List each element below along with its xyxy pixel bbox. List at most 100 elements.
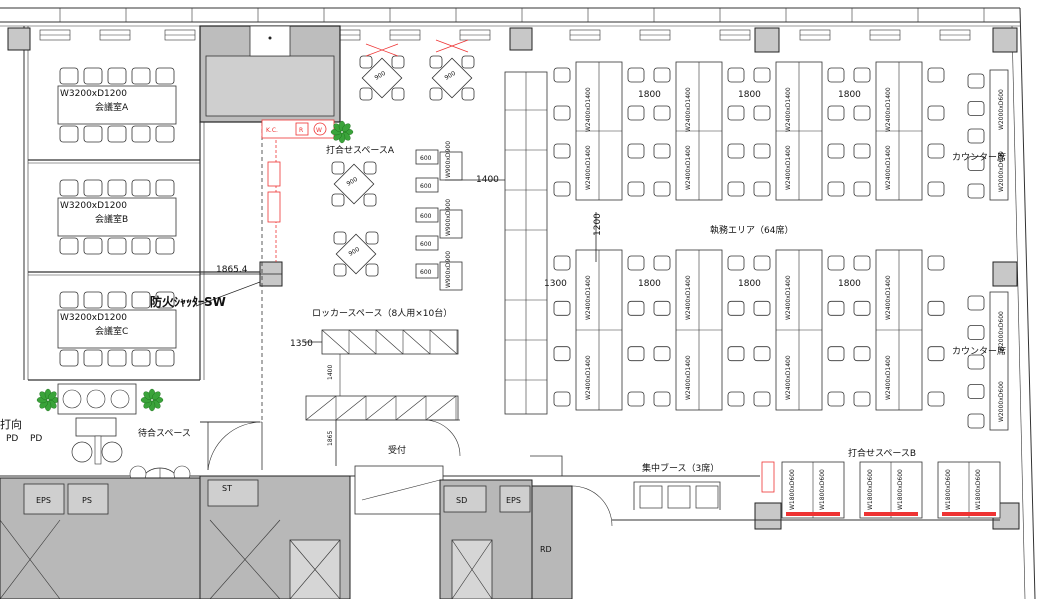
chair — [391, 87, 405, 101]
chair — [359, 55, 373, 69]
chair — [59, 67, 79, 85]
table-w1800-label: W1800xD600 — [789, 469, 796, 510]
dim-1800-d: 1800 — [638, 279, 661, 289]
table-w1800-label: W1800xD600 — [897, 469, 904, 510]
chair — [365, 263, 379, 277]
lockers — [305, 329, 459, 421]
kc-label: K.C. — [266, 127, 278, 134]
chair — [627, 391, 645, 407]
chair — [853, 143, 871, 159]
chair — [727, 346, 745, 362]
meeting-b-label: 会議室B — [95, 213, 128, 225]
chair — [727, 300, 745, 316]
chair — [727, 255, 745, 271]
chair — [927, 300, 945, 316]
desk-size-label: W2400xD1400 — [785, 145, 792, 190]
chair — [827, 181, 845, 197]
chair — [653, 67, 671, 83]
desk-size-label: W2400xD1400 — [685, 355, 692, 400]
dimension-lines — [195, 179, 597, 466]
desk-size-label: W2400xD1400 — [885, 87, 892, 132]
desk-size-label: W2400xD1400 — [585, 275, 592, 320]
bench-table — [504, 71, 548, 415]
table-w1800-label: W1800xD600 — [975, 469, 982, 510]
chair — [827, 300, 845, 316]
chair — [927, 67, 945, 83]
side-table — [415, 149, 439, 165]
chair — [391, 55, 405, 69]
chair — [331, 193, 345, 207]
chair — [853, 67, 871, 83]
chair — [627, 105, 645, 121]
red-mark — [435, 39, 469, 53]
chair — [627, 300, 645, 316]
meeting-c-size: W3200xD1200 — [60, 313, 127, 323]
chair — [653, 300, 671, 316]
counter-size-label: W2000xD600 — [998, 151, 1005, 192]
counter-size-label: W2000xD600 — [998, 311, 1005, 352]
table-900-label: 900 — [346, 176, 360, 188]
chair — [155, 237, 175, 255]
chair — [131, 291, 151, 309]
dim-1800-a: 1800 — [638, 90, 661, 100]
chair — [753, 300, 771, 316]
dim-1200: 1200 — [593, 213, 603, 236]
dim-1350: 1350 — [290, 339, 313, 349]
meeting-space-a-label: 打合せスペースA — [326, 144, 395, 156]
table-w1800-label: W1800xD600 — [867, 469, 874, 510]
chair — [627, 67, 645, 83]
chair — [363, 161, 377, 175]
chair — [753, 143, 771, 159]
dim-1300: 1300 — [544, 279, 567, 289]
desk-size-label: W2400xD1400 — [685, 87, 692, 132]
chair — [827, 67, 845, 83]
chair — [59, 179, 79, 197]
chair — [131, 67, 151, 85]
locker-diag — [425, 395, 457, 421]
chair — [967, 73, 985, 89]
locker-diag — [321, 329, 350, 355]
locker-diag — [365, 395, 397, 421]
chair — [107, 179, 127, 197]
chair — [553, 255, 571, 271]
chair — [927, 143, 945, 159]
core-shaft-top — [199, 25, 341, 123]
chair — [59, 291, 79, 309]
chair — [83, 349, 103, 367]
chair — [827, 391, 845, 407]
locker-diag — [335, 395, 367, 421]
chair — [653, 391, 671, 407]
chair — [83, 237, 103, 255]
chair — [753, 346, 771, 362]
chair — [365, 231, 379, 245]
chair — [727, 181, 745, 197]
chair — [827, 105, 845, 121]
table-600-label: 600 — [420, 155, 432, 162]
table-w900-label: W900xD900 — [445, 199, 452, 236]
side-table-w900 — [439, 209, 463, 239]
square-table — [333, 163, 375, 205]
labels: W3200xD1200 会議室A W3200xD1200 会議室B W3200x… — [0, 89, 1006, 554]
side-table — [415, 207, 439, 223]
chair — [331, 161, 345, 175]
chair — [83, 291, 103, 309]
reception-label: 受付 — [388, 444, 406, 456]
dim-1800-f: 1800 — [838, 279, 861, 289]
sd-label: SD — [456, 496, 467, 505]
chair — [967, 354, 985, 370]
space-b-red-mark — [864, 512, 918, 516]
chair — [155, 67, 175, 85]
chair — [653, 346, 671, 362]
kitchen-counter: K.C. R W — [261, 119, 335, 223]
dim-1800-c: 1800 — [838, 90, 861, 100]
chair — [853, 391, 871, 407]
table-w900-label: W900xD900 — [445, 141, 452, 178]
chair — [553, 300, 571, 316]
chair — [107, 125, 127, 143]
desk-size-label: W2400xD1400 — [885, 145, 892, 190]
chair — [131, 237, 151, 255]
dim-1865-4: 1865.4 — [216, 265, 248, 275]
chair — [359, 87, 373, 101]
r-label: R — [299, 127, 303, 134]
lower-core — [0, 475, 573, 599]
